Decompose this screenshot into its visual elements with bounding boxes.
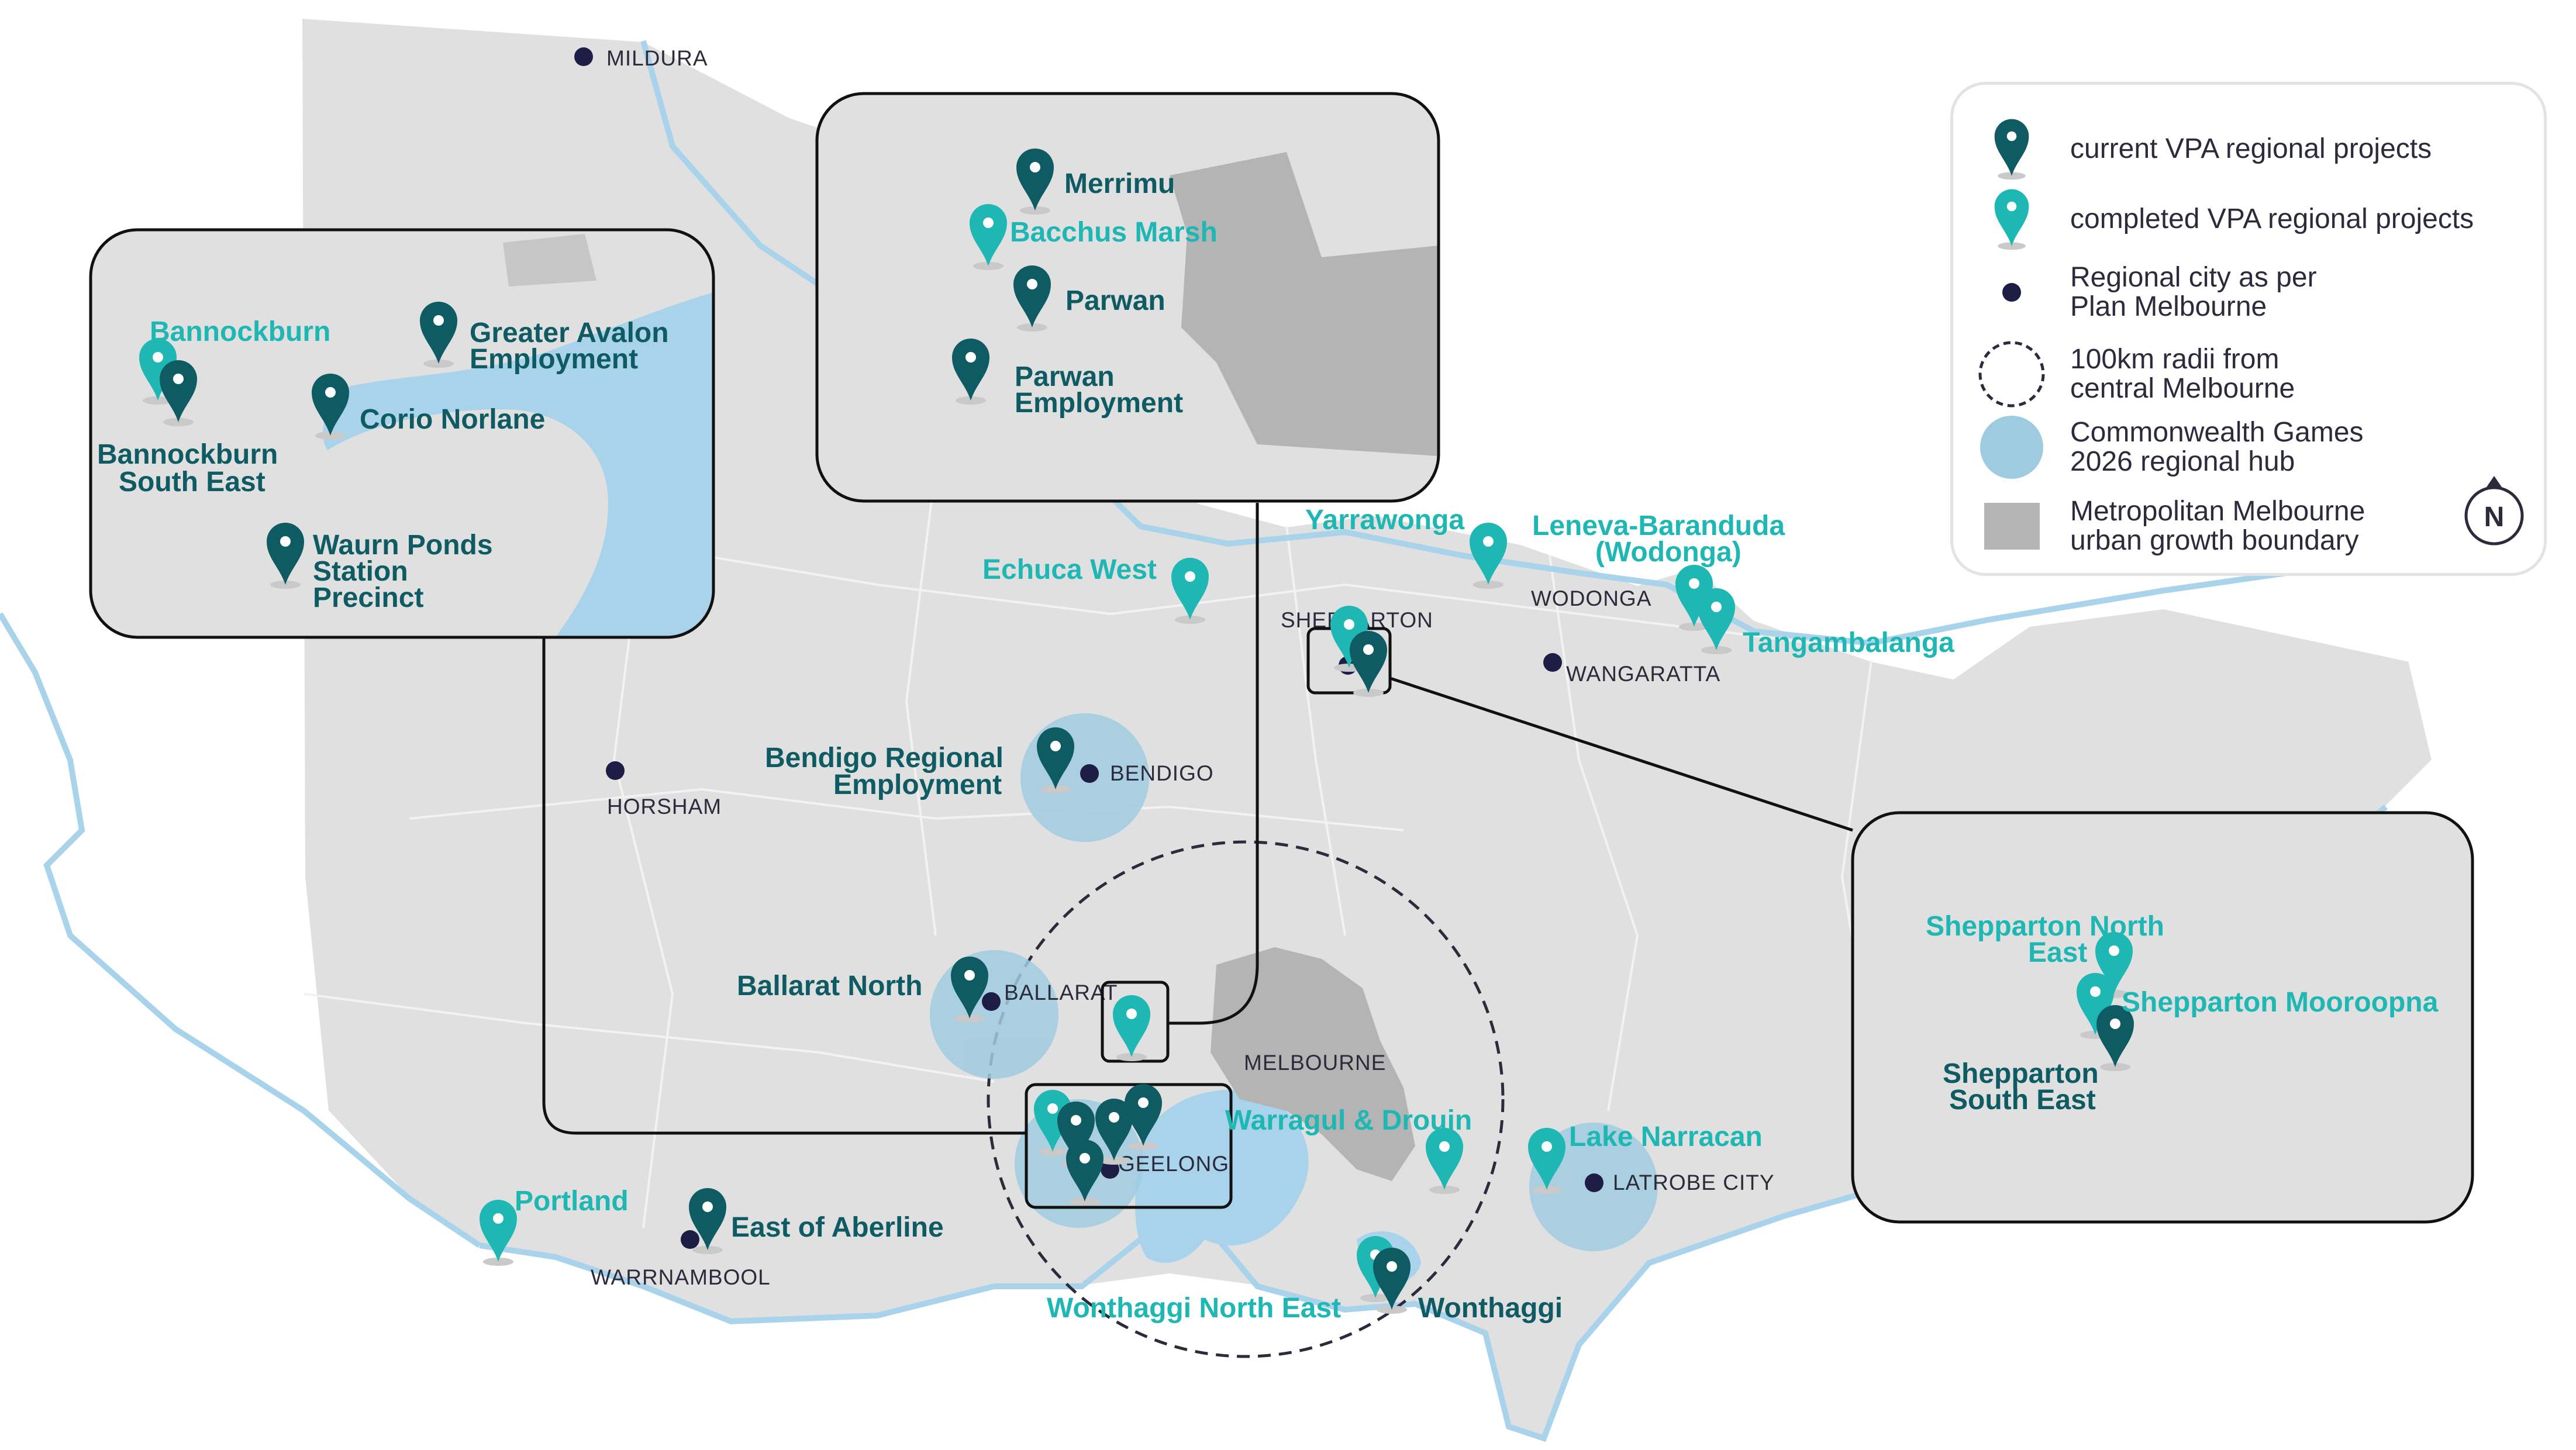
label-corio-norlane: Corio Norlane	[360, 404, 545, 435]
label-shepp-ne-1: Shepparton North	[1926, 911, 2164, 942]
current-pin-icon	[1994, 119, 2029, 180]
label-east-of-aberline: East of Aberline	[731, 1212, 944, 1243]
label-warragul: Warragul & Drouin	[1225, 1105, 1472, 1136]
inset-ugb	[1170, 152, 1439, 456]
north-arrow-icon: N	[2462, 474, 2526, 553]
label-waurn-ponds-3: Precinct	[313, 582, 423, 613]
legend-regional-city-line1: Regional city as per	[2070, 262, 2317, 293]
legend-completed-label: completed VPA regional projects	[2070, 203, 2474, 234]
label-waurn-ponds-2: Station	[313, 556, 408, 587]
label-wonthaggi-ne: Wonthaggi North East	[1047, 1293, 1341, 1324]
label-parwan-emp-1: Parwan	[1015, 361, 1115, 392]
label-tangambalanga: Tangambalanga	[1743, 627, 1954, 658]
label-bendigo-1: Bendigo Regional	[765, 743, 1003, 774]
legend-ugb-line2: urban growth boundary	[2070, 525, 2359, 556]
city-label-wangaratta: WANGARATTA	[1566, 662, 1720, 686]
label-leneva-2: (Wodonga)	[1595, 537, 1742, 568]
port-phillip-bay	[1135, 1089, 1309, 1263]
label-shepp-se-2: South East	[1949, 1085, 2096, 1116]
label-lake-narracan: Lake Narracan	[1569, 1121, 1763, 1152]
label-shepp-se-1: Shepparton	[1943, 1058, 2099, 1089]
label-echuca-west: Echuca West	[982, 554, 1157, 585]
city-label-geelong: GEELONG	[1118, 1152, 1229, 1176]
hub-circle-icon	[1980, 416, 2043, 479]
completed-pin-icon	[1994, 189, 2029, 250]
inset-geelong: Bannockburn Greater Avalon Employment Co…	[89, 228, 715, 639]
legend-row-regional-city: Regional city as per Plan Melbourne	[1953, 263, 2538, 322]
corio-bay	[323, 292, 713, 637]
frame-geelong	[1025, 1083, 1233, 1209]
100km-radius	[987, 840, 1505, 1358]
label-parwan-emp-2: Employment	[1015, 388, 1183, 419]
legend-ugb-line1: Metropolitan Melbourne	[2070, 496, 2365, 527]
legend-row-hub: Commonwealth Games 2026 regional hub	[1953, 415, 2538, 479]
city-label-melbourne: MELBOURNE	[1244, 1051, 1386, 1075]
label-yarrawonga: Yarrawonga	[1305, 505, 1464, 536]
north-arrow-label: N	[2484, 502, 2505, 533]
label-parwan: Parwan	[1065, 285, 1165, 316]
pin-portland	[480, 1200, 517, 1266]
city-label-mildura: MILDURA	[606, 46, 708, 70]
label-leneva-1: Leneva-Baranduda	[1532, 510, 1785, 541]
label-merrimu: Merrimu	[1064, 168, 1175, 199]
legend-hub-line1: Commonwealth Games	[2070, 417, 2364, 448]
legend: current VPA regional projects completed …	[1950, 82, 2547, 576]
city-label-horsham: HORSHAM	[607, 795, 722, 819]
regional-city-dot-icon	[2002, 283, 2021, 302]
legend-row-ugb: Metropolitan Melbourne urban growth boun…	[1953, 476, 2538, 556]
legend-radii-line1: 100km radii from	[2070, 344, 2280, 375]
dashed-circle-icon	[1978, 341, 2045, 408]
label-wonthaggi: Wonthaggi	[1418, 1293, 1563, 1324]
legend-regional-city-line2: Plan Melbourne	[2070, 291, 2267, 322]
legend-current-label: current VPA regional projects	[2070, 133, 2432, 164]
label-greater-avalon-1: Greater Avalon	[470, 317, 669, 348]
inset-bacchus-marsh: Merrimu Bacchus Marsh Parwan Parwan Empl…	[815, 92, 1440, 503]
label-shepp-ne-2: East	[2028, 937, 2087, 968]
label-bannockburn-se-2: South East	[119, 467, 265, 498]
ugb-square-icon	[1984, 503, 2040, 550]
city-label-latrobe: LATROBE CITY	[1613, 1171, 1775, 1194]
label-ballarat-north: Ballarat North	[737, 971, 922, 1002]
city-label-wodonga: WODONGA	[1531, 586, 1651, 610]
legend-hub-line2: 2026 regional hub	[2070, 446, 2295, 477]
city-label-warrnambool: WARRNAMBOOL	[591, 1265, 771, 1289]
legend-row-radii: 100km radii from central Melbourne	[1953, 339, 2538, 409]
label-bacchus-marsh: Bacchus Marsh	[1010, 217, 1218, 248]
legend-row-completed: completed VPA regional projects	[1953, 187, 2538, 251]
city-label-ballarat: BALLARAT	[1004, 981, 1118, 1004]
label-portland: Portland	[515, 1186, 629, 1217]
label-bendigo-2: Employment	[833, 769, 1002, 800]
label-shepp-mooroopna: Shepparton Mooroopna	[2122, 987, 2439, 1018]
melbourne-ugb	[1211, 947, 1415, 1181]
legend-row-current: current VPA regional projects	[1953, 117, 2538, 181]
inset-shepparton: Shepparton North East Shepparton Mooroop…	[1851, 811, 2474, 1224]
label-bannockburn: Bannockburn	[150, 316, 330, 347]
label-waurn-ponds-1: Waurn Ponds	[313, 530, 493, 561]
inset-connectors	[542, 503, 1853, 1135]
label-greater-avalon-2: Employment	[470, 344, 638, 375]
western-river	[0, 612, 481, 1248]
label-bannockburn-se-1: Bannockburn	[97, 439, 278, 470]
city-label-bendigo: BENDIGO	[1110, 761, 1214, 785]
legend-radii-line2: central Melbourne	[2070, 373, 2295, 404]
